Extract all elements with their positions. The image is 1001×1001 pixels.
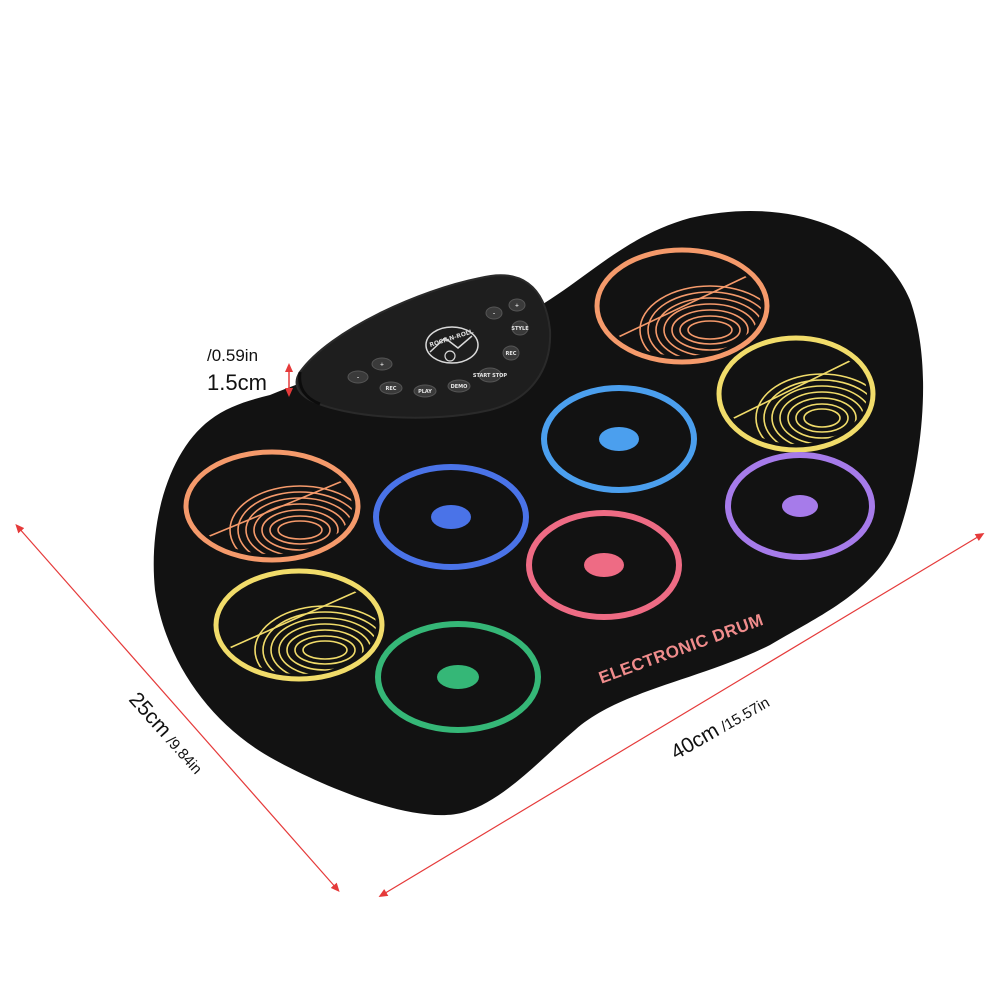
play-button[interactable]: PLAY	[413, 384, 437, 398]
start-stop-button[interactable]: START STOP	[473, 367, 508, 383]
style-button-label: STYLE	[511, 326, 529, 332]
control-panel: ROCK-N-ROLL - + REC PLAY DEMO	[295, 274, 552, 419]
height-cm-label: 1.5cm	[207, 370, 267, 395]
height-dimension: /0.59in 1.5cm	[207, 346, 293, 397]
depth-cm-label: 25cm	[124, 688, 175, 742]
width-cm-label: 40cm	[667, 719, 723, 765]
width-in-label: /15.57in	[718, 694, 773, 735]
style-button[interactable]: STYLE	[511, 320, 529, 336]
plus-left-label: +	[380, 362, 384, 368]
demo-button[interactable]: DEMO	[447, 379, 471, 393]
rec-right-label: REC	[506, 351, 517, 357]
control-buttons: - + REC PLAY DEMO START STOP	[347, 298, 529, 398]
width-arrow	[378, 532, 985, 898]
minus-right-label: -	[493, 311, 495, 317]
rec-button-right[interactable]: REC	[502, 345, 520, 361]
depth-in-label: /9.84in	[162, 733, 205, 778]
plus-button-right[interactable]: +	[508, 298, 526, 312]
start-stop-button-label: START STOP	[473, 373, 508, 379]
plus-button-left[interactable]: +	[371, 357, 393, 371]
rec-button-label: REC	[386, 386, 397, 392]
minus-button-right[interactable]: -	[485, 306, 503, 320]
cymbal-pad-yellow-right[interactable]	[716, 335, 888, 462]
depth-arrow	[15, 523, 340, 893]
plus-right-label: +	[515, 303, 519, 309]
demo-button-label: DEMO	[451, 384, 468, 390]
cymbal-pad-orange-right[interactable]	[594, 247, 780, 374]
play-button-label: PLAY	[418, 389, 432, 395]
minus-left-label: -	[357, 375, 359, 381]
height-in-label: /0.59in	[207, 346, 258, 365]
drum-pad-sky-blue[interactable]	[541, 385, 697, 493]
rec-button[interactable]: REC	[379, 381, 403, 395]
minus-button-left[interactable]: -	[347, 370, 369, 384]
